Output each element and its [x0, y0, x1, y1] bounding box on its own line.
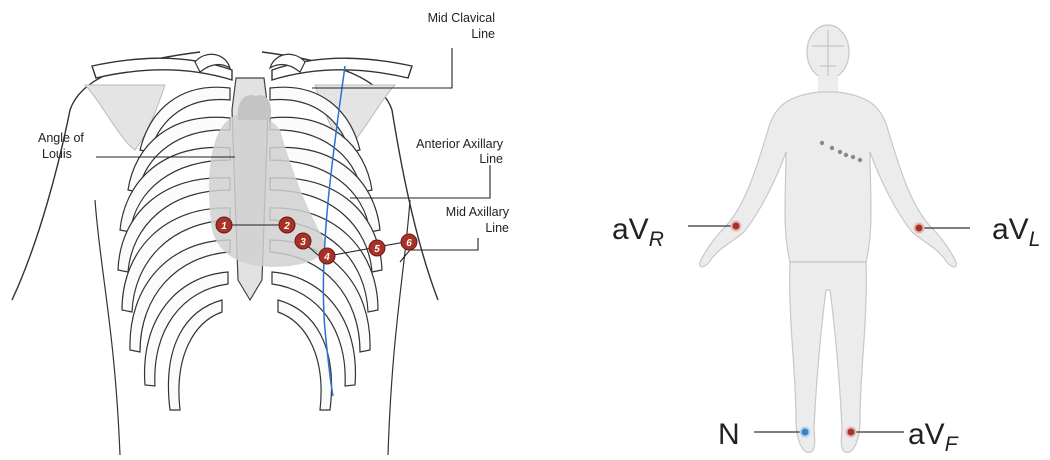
- body-neck: [818, 76, 838, 94]
- electrode-v4: 4: [319, 248, 335, 264]
- electrode-v6-number: 6: [406, 238, 412, 249]
- anterior-axillary-label-line2: Line: [479, 152, 503, 166]
- electrode-v2: 2: [279, 217, 295, 233]
- electrode-v1: 1: [216, 217, 232, 233]
- electrode-v6: 6: [401, 234, 417, 250]
- electrode-avr: [732, 222, 741, 231]
- electrode-n: [801, 428, 810, 437]
- anterior-axillary-label-line1: Anterior Axillary: [416, 137, 504, 151]
- electrode-v3: 3: [295, 233, 311, 249]
- avf-label-main: aV: [908, 418, 945, 451]
- body-diagram: aVR aVL N aVF: [612, 25, 1040, 456]
- electrode-avl: [915, 224, 924, 233]
- avf-label-sub: F: [945, 433, 959, 456]
- electrode-v3-number: 3: [300, 237, 306, 248]
- avl-label-main: aV: [992, 213, 1029, 246]
- avr-label: aVR: [612, 213, 664, 251]
- body-torso-and-arms: [700, 92, 957, 267]
- mid-clavical-label-line2: Line: [471, 27, 495, 41]
- aortic-arch: [238, 95, 271, 120]
- avr-label-main: aV: [612, 213, 649, 246]
- angle-of-louis-label-line2: Louis: [42, 147, 72, 161]
- electrode-v2-number: 2: [283, 221, 290, 232]
- mid-axillary-label-line1: Mid Axillary: [446, 205, 510, 219]
- electrode-avf: [847, 428, 856, 437]
- avf-label: aVF: [908, 418, 959, 456]
- chest-diagram: Mid Clavical Line Angle of Louis Anterio…: [12, 11, 510, 455]
- angle-of-louis-label-line1: Angle of: [38, 131, 84, 145]
- electrode-v5-number: 5: [374, 244, 380, 255]
- mid-axillary-label-line2: Line: [485, 221, 509, 235]
- avr-label-sub: R: [649, 228, 664, 251]
- avl-label: aVL: [992, 213, 1040, 251]
- electrode-v1-number: 1: [221, 221, 227, 232]
- electrode-v5: 5: [369, 240, 385, 256]
- mid-clavical-label-line1: Mid Clavical: [428, 11, 495, 25]
- electrode-v4-number: 4: [323, 252, 330, 263]
- avl-label-sub: L: [1029, 228, 1041, 251]
- n-label: N: [718, 418, 740, 451]
- body-legs: [790, 262, 867, 452]
